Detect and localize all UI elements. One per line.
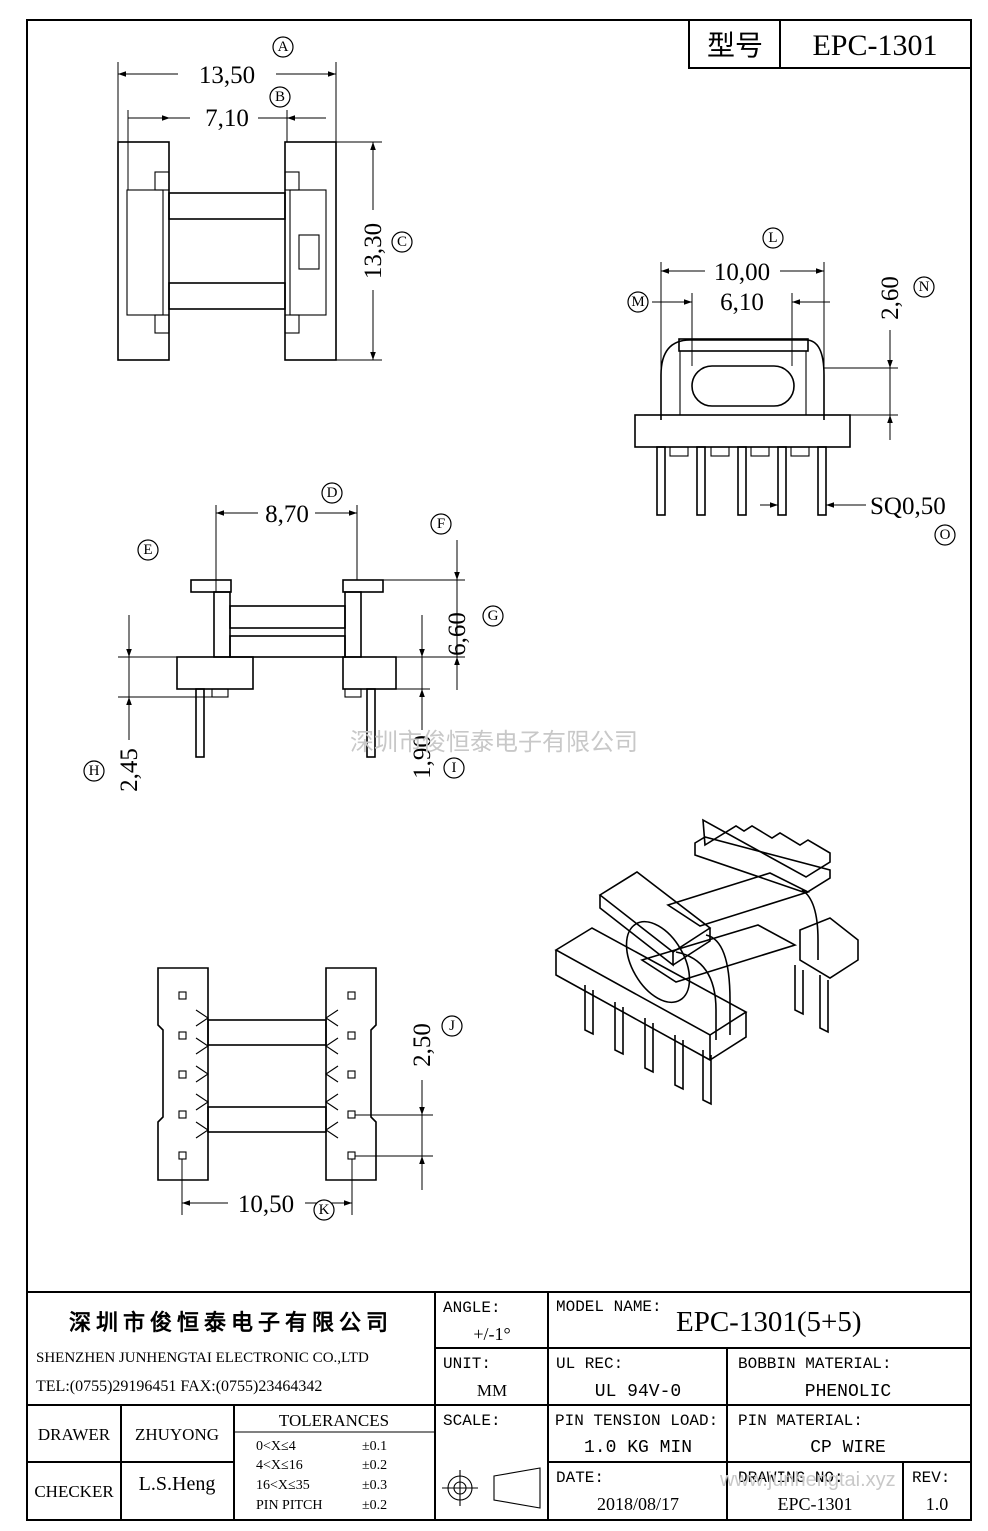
- tolerance-range-4: PIN PITCH: [256, 1498, 323, 1513]
- dim-H-value: 2,45: [116, 748, 143, 792]
- tolerance-value-4: ±0.2: [362, 1498, 387, 1513]
- bottom-view: 2,50 10,50: [157, 967, 436, 1218]
- dim-C-value: 13,30: [360, 223, 387, 279]
- angle-label: ANGLE:: [443, 1299, 501, 1317]
- model-name-label: MODEL NAME:: [556, 1298, 662, 1316]
- tolerances-title: TOLERANCES: [279, 1411, 389, 1430]
- svg-text:G: G: [488, 608, 499, 624]
- dim-I-value: 1,90: [409, 735, 436, 779]
- svg-text:I: I: [452, 760, 457, 776]
- callout-A: A: [272, 36, 294, 58]
- ul-rec-value: UL 94V-0: [595, 1382, 681, 1402]
- tolerance-range-2: 4<X≤16: [256, 1458, 303, 1473]
- pin-tension-label: PIN TENSION LOAD:: [555, 1412, 718, 1430]
- company-name-en: SHENZHEN JUNHENGTAI ELECTRONIC CO.,LTD: [36, 1350, 369, 1366]
- tolerance-range-1: 0<X≤4: [256, 1439, 296, 1454]
- svg-text:H: H: [89, 763, 100, 779]
- svg-text:L: L: [768, 230, 777, 246]
- dim-G-value: 6,60: [444, 612, 471, 656]
- callout-D: D: [321, 482, 343, 504]
- dim-J-value: 2,50: [409, 1023, 436, 1067]
- callout-E: E: [137, 539, 159, 561]
- tolerance-value-3: ±0.3: [362, 1478, 387, 1493]
- drawer-label: DRAWER: [38, 1425, 111, 1444]
- bobbin-material-value: PHENOLIC: [805, 1382, 892, 1402]
- callout-L: L: [762, 227, 784, 249]
- callout-I: I: [443, 757, 465, 779]
- svg-text:B: B: [275, 89, 285, 105]
- svg-text:C: C: [397, 234, 407, 250]
- svg-text:N: N: [919, 279, 930, 295]
- pin-material-label: PIN MATERIAL:: [738, 1412, 863, 1430]
- model-header-value: EPC-1301: [812, 29, 937, 62]
- dim-D-value: 8,70: [265, 501, 309, 528]
- drawing-no-value: EPC-1301: [777, 1494, 852, 1514]
- rev-value: 1.0: [926, 1494, 949, 1514]
- tolerance-value-1: ±0.1: [362, 1439, 387, 1454]
- svg-text:D: D: [327, 485, 338, 501]
- company-contact: TEL:(0755)29196451 FAX:(0755)23464342: [36, 1378, 322, 1395]
- svg-text:F: F: [437, 516, 445, 532]
- scale-label: SCALE:: [443, 1412, 501, 1430]
- watermark-corner: www.junhengtai.xyz: [719, 1469, 896, 1491]
- unit-label: UNIT:: [443, 1355, 491, 1373]
- date-value: 2018/08/17: [597, 1494, 679, 1514]
- title-block: 深圳市俊恒泰电子有限公司 SHENZHEN JUNHENGTAI ELECTRO…: [26, 1291, 972, 1521]
- callout-N: N: [913, 276, 935, 298]
- watermark-center: 深圳市俊恒泰电子有限公司: [350, 729, 638, 756]
- front-view: 8,70 6,60 1,90 2,45: [116, 501, 471, 792]
- svg-text:M: M: [631, 294, 644, 310]
- model-name-value: EPC-1301(5+5): [676, 1306, 862, 1338]
- callout-H: H: [83, 760, 105, 782]
- dim-L-value: 10,00: [714, 259, 770, 286]
- date-label: DATE:: [556, 1469, 604, 1487]
- isometric-view: [554, 818, 859, 1106]
- dim-O-value: SQ0,50: [870, 493, 946, 520]
- dim-A-value: 13,50: [199, 62, 255, 89]
- tolerance-range-3: 16<X≤35: [256, 1478, 310, 1493]
- bobbin-material-label: BOBBIN MATERIAL:: [738, 1355, 892, 1373]
- checker-value: L.S.Heng: [139, 1473, 216, 1495]
- callout-M: M: [627, 291, 649, 313]
- callout-G: G: [482, 605, 504, 627]
- pin-material-value: CP WIRE: [810, 1438, 886, 1458]
- svg-text:A: A: [278, 39, 289, 55]
- angle-value: +/-1°: [473, 1324, 510, 1344]
- callout-J: J: [441, 1015, 463, 1037]
- unit-value: MM: [477, 1381, 507, 1400]
- svg-text:E: E: [143, 542, 152, 558]
- tolerance-value-2: ±0.2: [362, 1458, 387, 1473]
- drawing-no-label: DRAWING NO:: [738, 1469, 844, 1487]
- checker-label: CHECKER: [34, 1482, 114, 1501]
- company-name-cn: 深圳市俊恒泰电子有限公司: [69, 1310, 393, 1335]
- svg-text:O: O: [940, 527, 951, 543]
- callout-C: C: [391, 231, 413, 253]
- model-header-label: 型号: [707, 30, 763, 61]
- drawer-value: ZHUYONG: [135, 1425, 219, 1444]
- dim-M-value: 6,10: [720, 289, 764, 316]
- svg-text:J: J: [449, 1018, 455, 1034]
- side-view: 10,00 6,10 2,60 SQ0,50: [634, 259, 946, 520]
- top-view: 13,50 7,10 13,30: [117, 62, 387, 361]
- dim-N-value: 2,60: [877, 276, 904, 320]
- callout-markers: A B C D E F G H I J K L M N O: [83, 36, 956, 1221]
- callout-O: O: [934, 524, 956, 546]
- projection-symbol-icon: [442, 1467, 541, 1509]
- callout-K: K: [313, 1199, 335, 1221]
- callout-B: B: [269, 86, 291, 108]
- rev-label: REV:: [912, 1469, 950, 1487]
- ul-rec-label: UL REC:: [556, 1355, 623, 1373]
- callout-F: F: [430, 513, 452, 535]
- dim-B-value: 7,10: [205, 105, 249, 132]
- svg-text:K: K: [319, 1202, 330, 1218]
- model-header-box: 型号 EPC-1301: [688, 19, 972, 69]
- pin-tension-value: 1.0 KG MIN: [584, 1438, 692, 1458]
- dim-K-value: 10,50: [238, 1191, 294, 1218]
